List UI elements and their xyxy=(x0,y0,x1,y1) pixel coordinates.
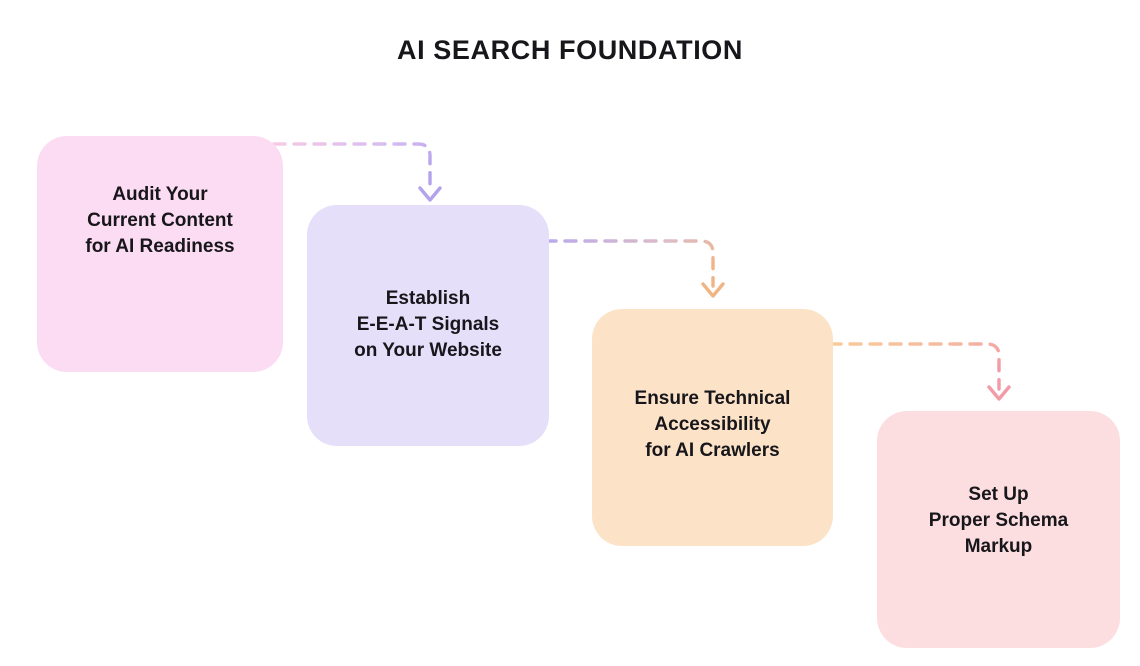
step-card-3[interactable]: Ensure Technical Accessibility for AI Cr… xyxy=(592,309,833,546)
step-card-1-label: Audit Your Current Content for AI Readin… xyxy=(85,184,235,258)
step-card-4[interactable]: Set Up Proper Schema Markup xyxy=(877,411,1120,648)
step-card-2-label: Establish E-E-A-T Signals on Your Websit… xyxy=(354,288,502,362)
step-card-2[interactable]: Establish E-E-A-T Signals on Your Websit… xyxy=(307,205,549,446)
step-card-1[interactable]: Audit Your Current Content for AI Readin… xyxy=(37,136,283,372)
page-title: AI SEARCH FOUNDATION xyxy=(397,35,743,65)
connector-1 xyxy=(272,142,442,202)
connector-2 xyxy=(543,239,725,298)
connector-3 xyxy=(828,342,1011,401)
step-card-3-label: Ensure Technical Accessibility for AI Cr… xyxy=(634,388,791,462)
step-card-4-label: Set Up Proper Schema Markup xyxy=(928,484,1069,558)
